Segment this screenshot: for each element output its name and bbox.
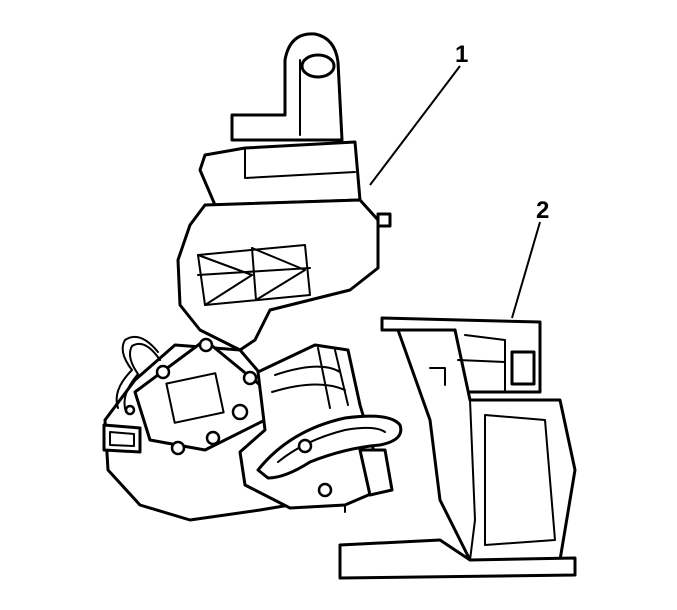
callout-2: 2 [511, 197, 549, 319]
callout-2-label: 2 [536, 197, 549, 224]
callout-1: 1 [369, 41, 468, 186]
component-2-bracket [338, 316, 577, 580]
callout-2-leader [511, 221, 541, 319]
component-1-hvac-housing [102, 32, 403, 522]
callout-1-leader [369, 65, 461, 186]
callout-1-label: 1 [455, 41, 468, 68]
